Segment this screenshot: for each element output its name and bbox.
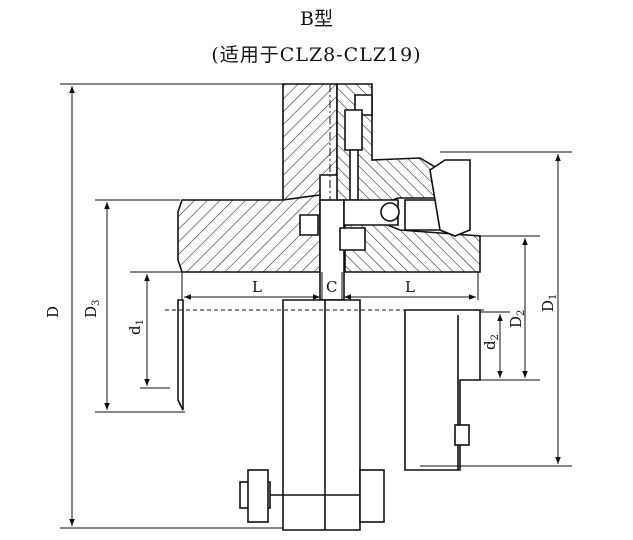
right-diameter-dimensions [420,151,572,467]
diagram-subtitle: (适用于CLZ8-CLZ19) [211,44,422,66]
diagram-title: B型 [300,8,333,30]
label-D3: D3 [82,300,102,318]
coupling-body [177,83,481,531]
label-D2: D2 [507,310,527,328]
overall-diameter-D-dimension [60,83,290,529]
label-L-left: L [252,278,262,296]
label-d2: d2 [481,334,501,350]
label-d1: d1 [126,319,146,335]
label-D: D [44,306,62,318]
label-L-right: L [405,278,415,296]
label-D1: D1 [539,294,559,312]
label-C: C [326,278,337,296]
bore-D3-dimension [95,199,185,413]
shaft-centerline [165,84,485,311]
bore-d1-dimension [130,271,185,389]
length-dimension-line [181,272,479,300]
